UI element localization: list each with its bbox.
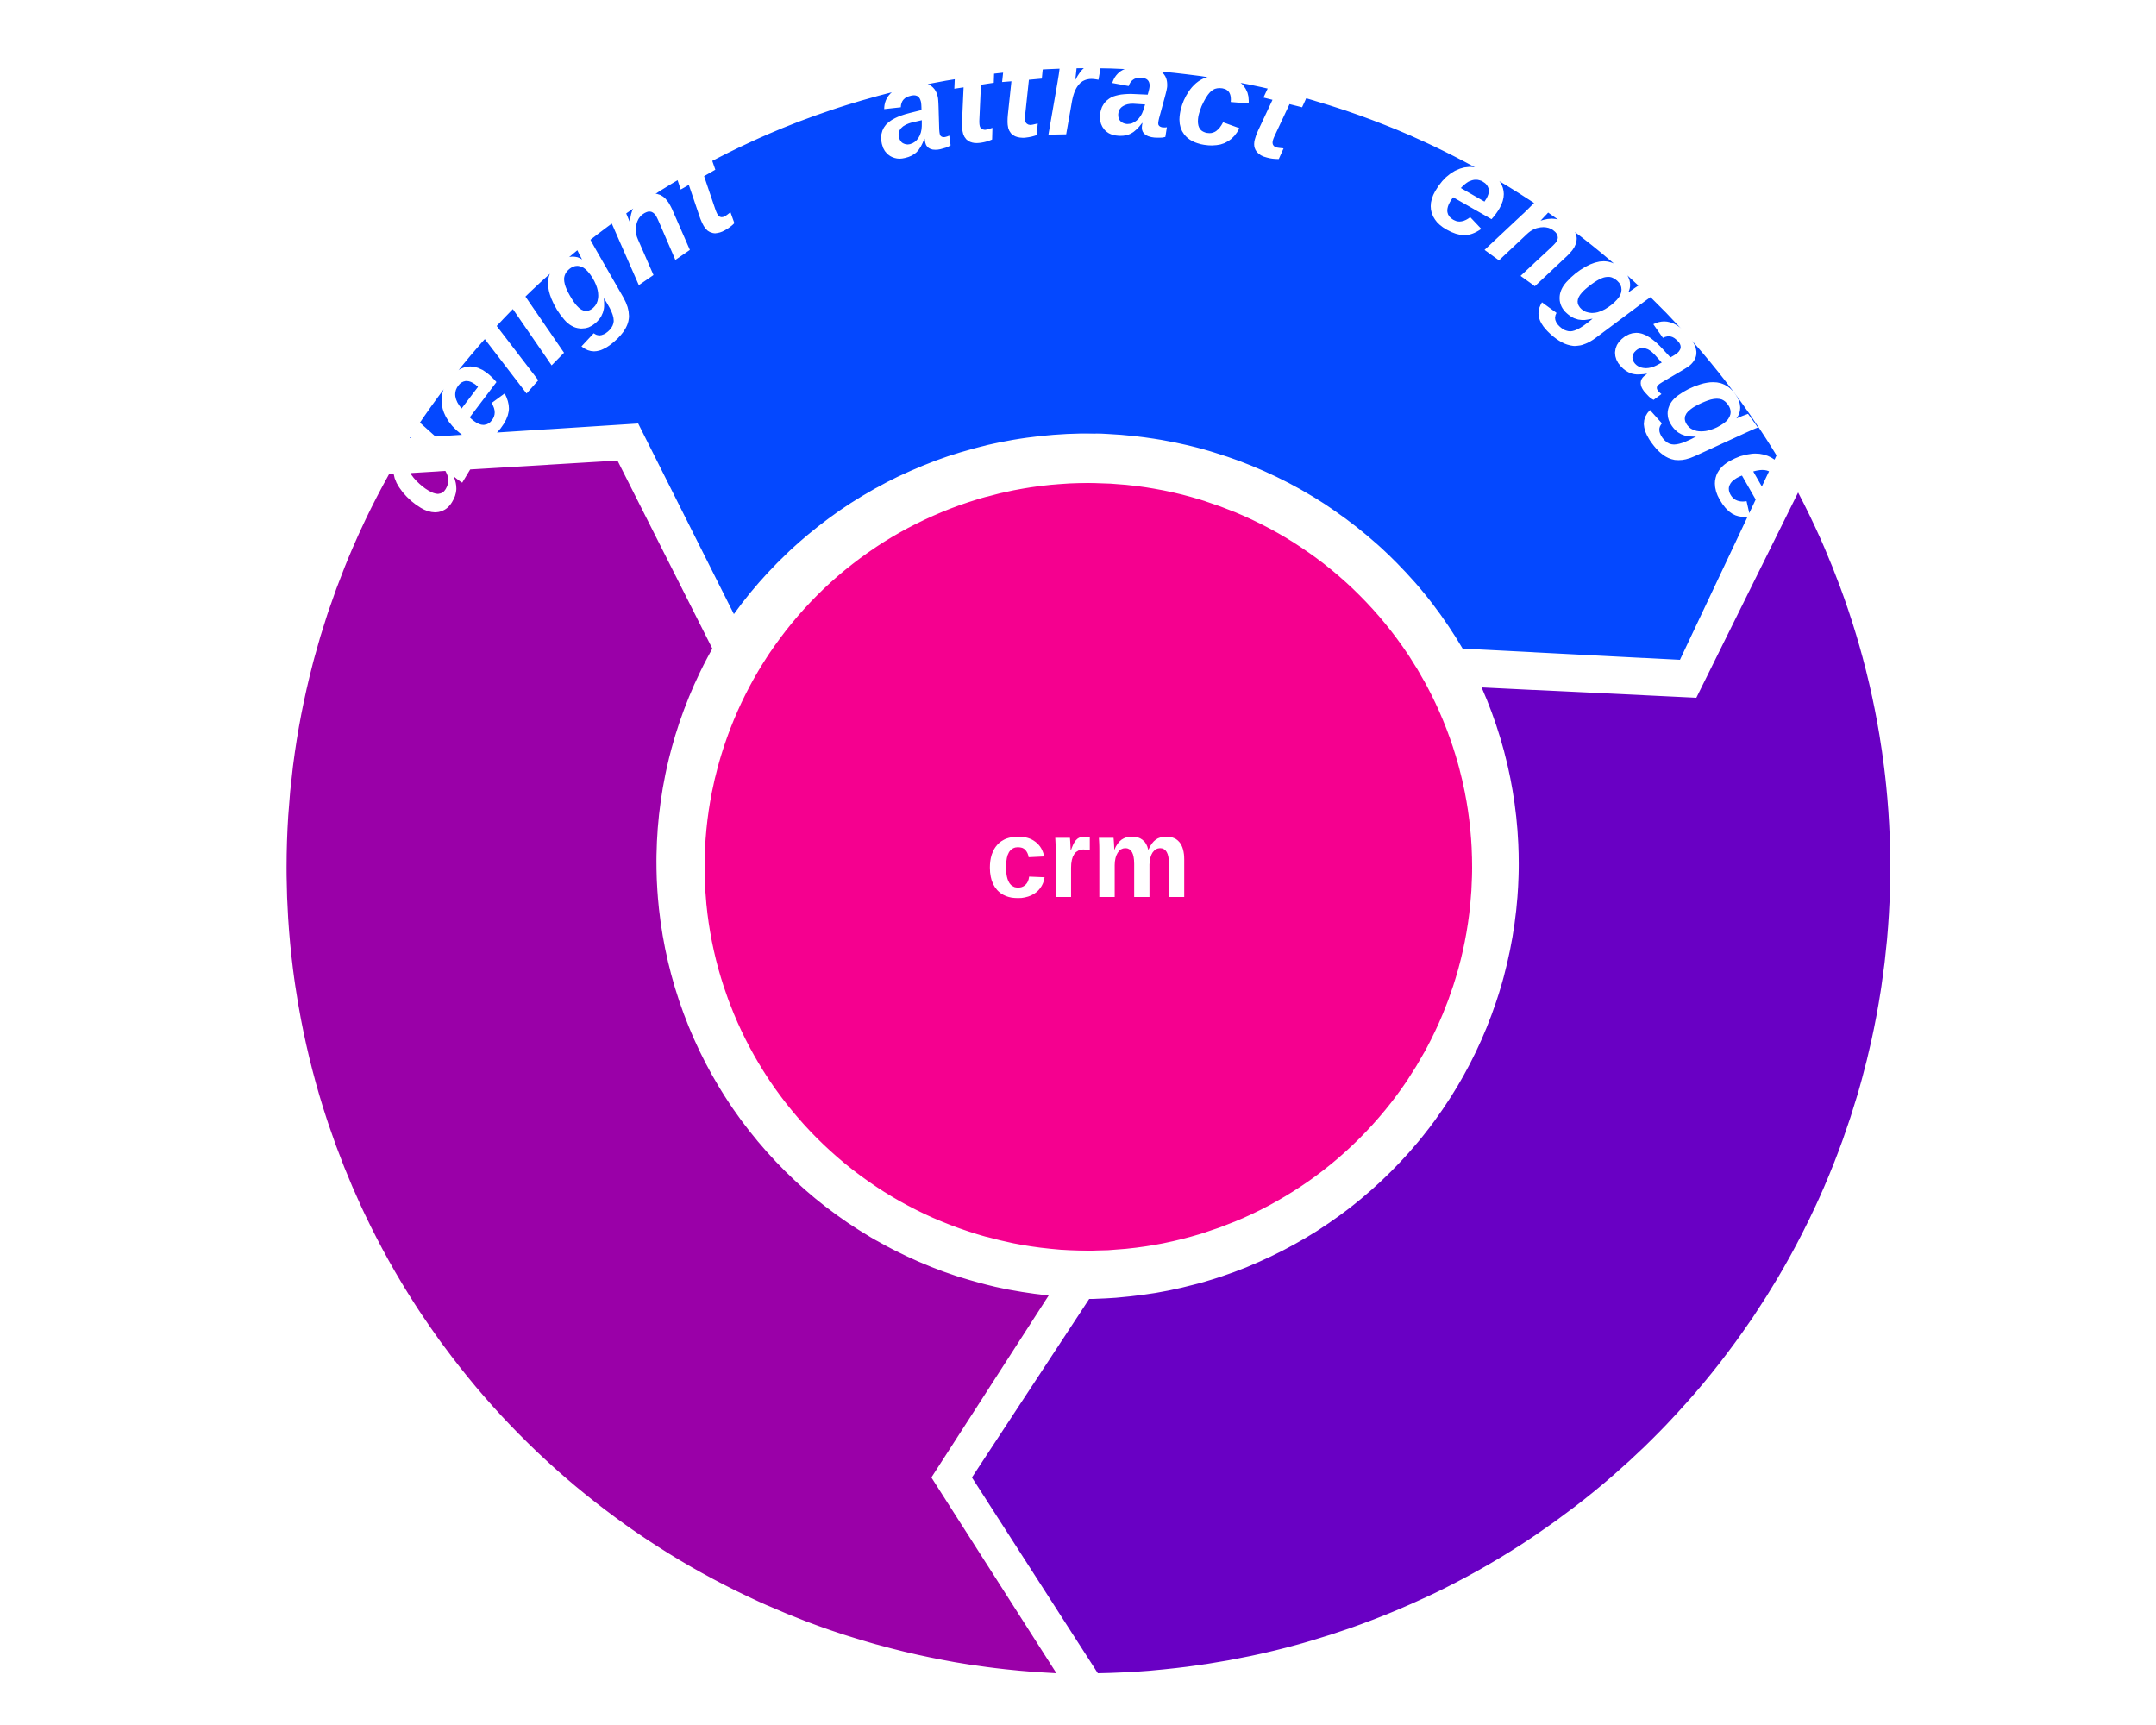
- segment-delight: [286, 461, 1056, 1673]
- segment-attract: [410, 68, 1777, 660]
- segment-engage: [972, 492, 1890, 1673]
- hub-label: crm: [986, 795, 1191, 921]
- hub-circle: [705, 483, 1472, 1251]
